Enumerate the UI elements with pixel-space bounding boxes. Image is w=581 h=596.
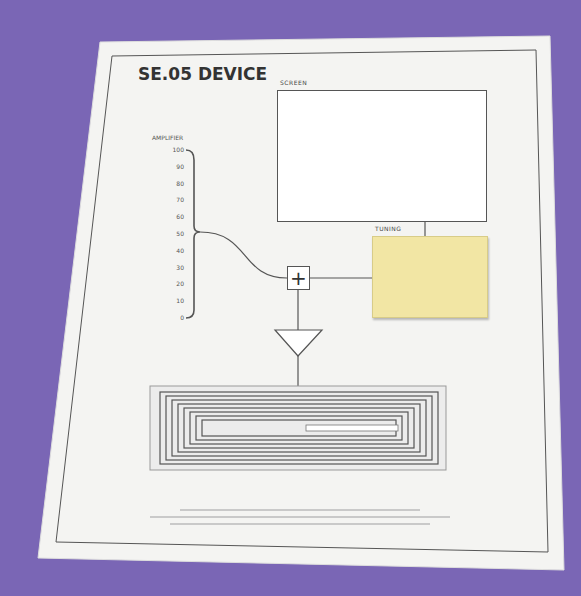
wire bbox=[297, 356, 298, 386]
coil-loop bbox=[172, 400, 426, 456]
summing-box: + bbox=[287, 266, 310, 290]
box-heading: SCREEN bbox=[280, 79, 307, 86]
scale-bracket bbox=[186, 150, 200, 318]
coil-loop bbox=[160, 392, 438, 464]
tuning-note: TUNING bbox=[372, 236, 488, 318]
footer-fineprint bbox=[180, 509, 420, 511]
coil-slot bbox=[306, 425, 398, 431]
coil-loop bbox=[184, 408, 414, 448]
amplifier-wire bbox=[200, 232, 287, 278]
scale-number: 50 bbox=[176, 230, 184, 237]
scale-number: 10 bbox=[176, 297, 184, 304]
coil-loop bbox=[190, 412, 408, 444]
wire-connector bbox=[310, 278, 372, 279]
scale-number: 0 bbox=[180, 314, 184, 321]
coil-loop bbox=[196, 416, 402, 440]
wire-connector bbox=[425, 222, 426, 236]
scale-number: 80 bbox=[176, 180, 184, 187]
scale-number: 20 bbox=[176, 280, 184, 287]
paper-sheet bbox=[38, 36, 564, 570]
footer-fineprint bbox=[150, 516, 450, 518]
coil-loop bbox=[178, 404, 420, 452]
wire bbox=[297, 290, 298, 330]
scale-number: 90 bbox=[176, 163, 184, 170]
amplifier-triangle bbox=[275, 330, 322, 356]
plus-sign: + bbox=[290, 268, 307, 288]
scale-heading: AMPLIFIER bbox=[152, 134, 183, 141]
page-title: SE.05 DEVICE bbox=[138, 64, 267, 84]
scale-number: 60 bbox=[176, 213, 184, 220]
scale-number: 70 bbox=[176, 196, 184, 203]
footer-fineprint bbox=[170, 523, 430, 525]
page-border bbox=[56, 50, 548, 552]
scale-number: 40 bbox=[176, 247, 184, 254]
screen-box: SCREEN bbox=[277, 90, 487, 222]
coil-panel bbox=[150, 386, 446, 470]
scale-number: 100 bbox=[173, 146, 184, 153]
box-heading: TUNING bbox=[375, 225, 401, 232]
scale-number: 30 bbox=[176, 264, 184, 271]
coil-loop bbox=[166, 396, 432, 460]
